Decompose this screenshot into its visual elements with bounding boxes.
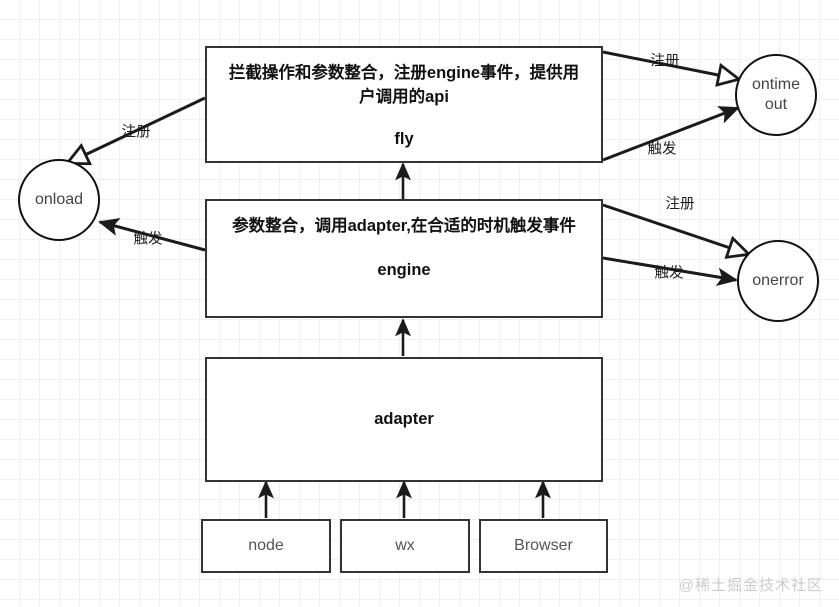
node-wx-label: wx (395, 537, 415, 554)
node-node[interactable]: node (201, 519, 331, 573)
node-adapter-name: adapter (374, 410, 434, 428)
node-adapter[interactable]: adapter (205, 357, 603, 482)
node-fly-name: fly (394, 129, 414, 148)
node-engine-name: engine (377, 260, 431, 279)
node-onerror[interactable]: onerror (737, 240, 819, 322)
node-node-label: node (248, 537, 284, 554)
node-engine[interactable]: 参数整合，调用adapter,在合适的时机触发事件 engine (205, 199, 603, 318)
edge-label-fly-to-onload: 注册 (121, 124, 151, 141)
node-fly-description: 拦截操作和参数整合，注册engine事件，提供用户调用的api (228, 64, 580, 106)
edge-label-engine-to-onload: 触发 (133, 231, 163, 248)
node-engine-description: 参数整合，调用adapter,在合适的时机触发事件 (232, 217, 576, 235)
edge-label-fly-to-ontimeout: 注册 (650, 53, 680, 70)
watermark: @稀土掘金技术社区 (678, 577, 823, 594)
node-onload-label: onload (34, 191, 84, 208)
node-browser[interactable]: Browser (479, 519, 608, 573)
node-onload[interactable]: onload (18, 159, 100, 241)
edge-label-engine-to-onerror-register: 注册 (665, 196, 695, 213)
node-ontimeout[interactable]: ontime out (735, 54, 817, 136)
node-ontimeout-label-line2: out (764, 96, 788, 113)
node-browser-label: Browser (514, 537, 573, 554)
edge-label-fly-to-ontimeout-trigger: 触发 (647, 141, 677, 158)
node-ontimeout-label-line1: ontime (751, 76, 801, 93)
node-wx[interactable]: wx (340, 519, 470, 573)
node-onerror-label: onerror (752, 272, 804, 289)
node-ontimeout-label: ontime out (752, 75, 800, 115)
edge-label-engine-to-onerror-trigger: 触发 (654, 265, 684, 282)
node-fly[interactable]: 拦截操作和参数整合，注册engine事件，提供用户调用的api fly (205, 46, 603, 163)
